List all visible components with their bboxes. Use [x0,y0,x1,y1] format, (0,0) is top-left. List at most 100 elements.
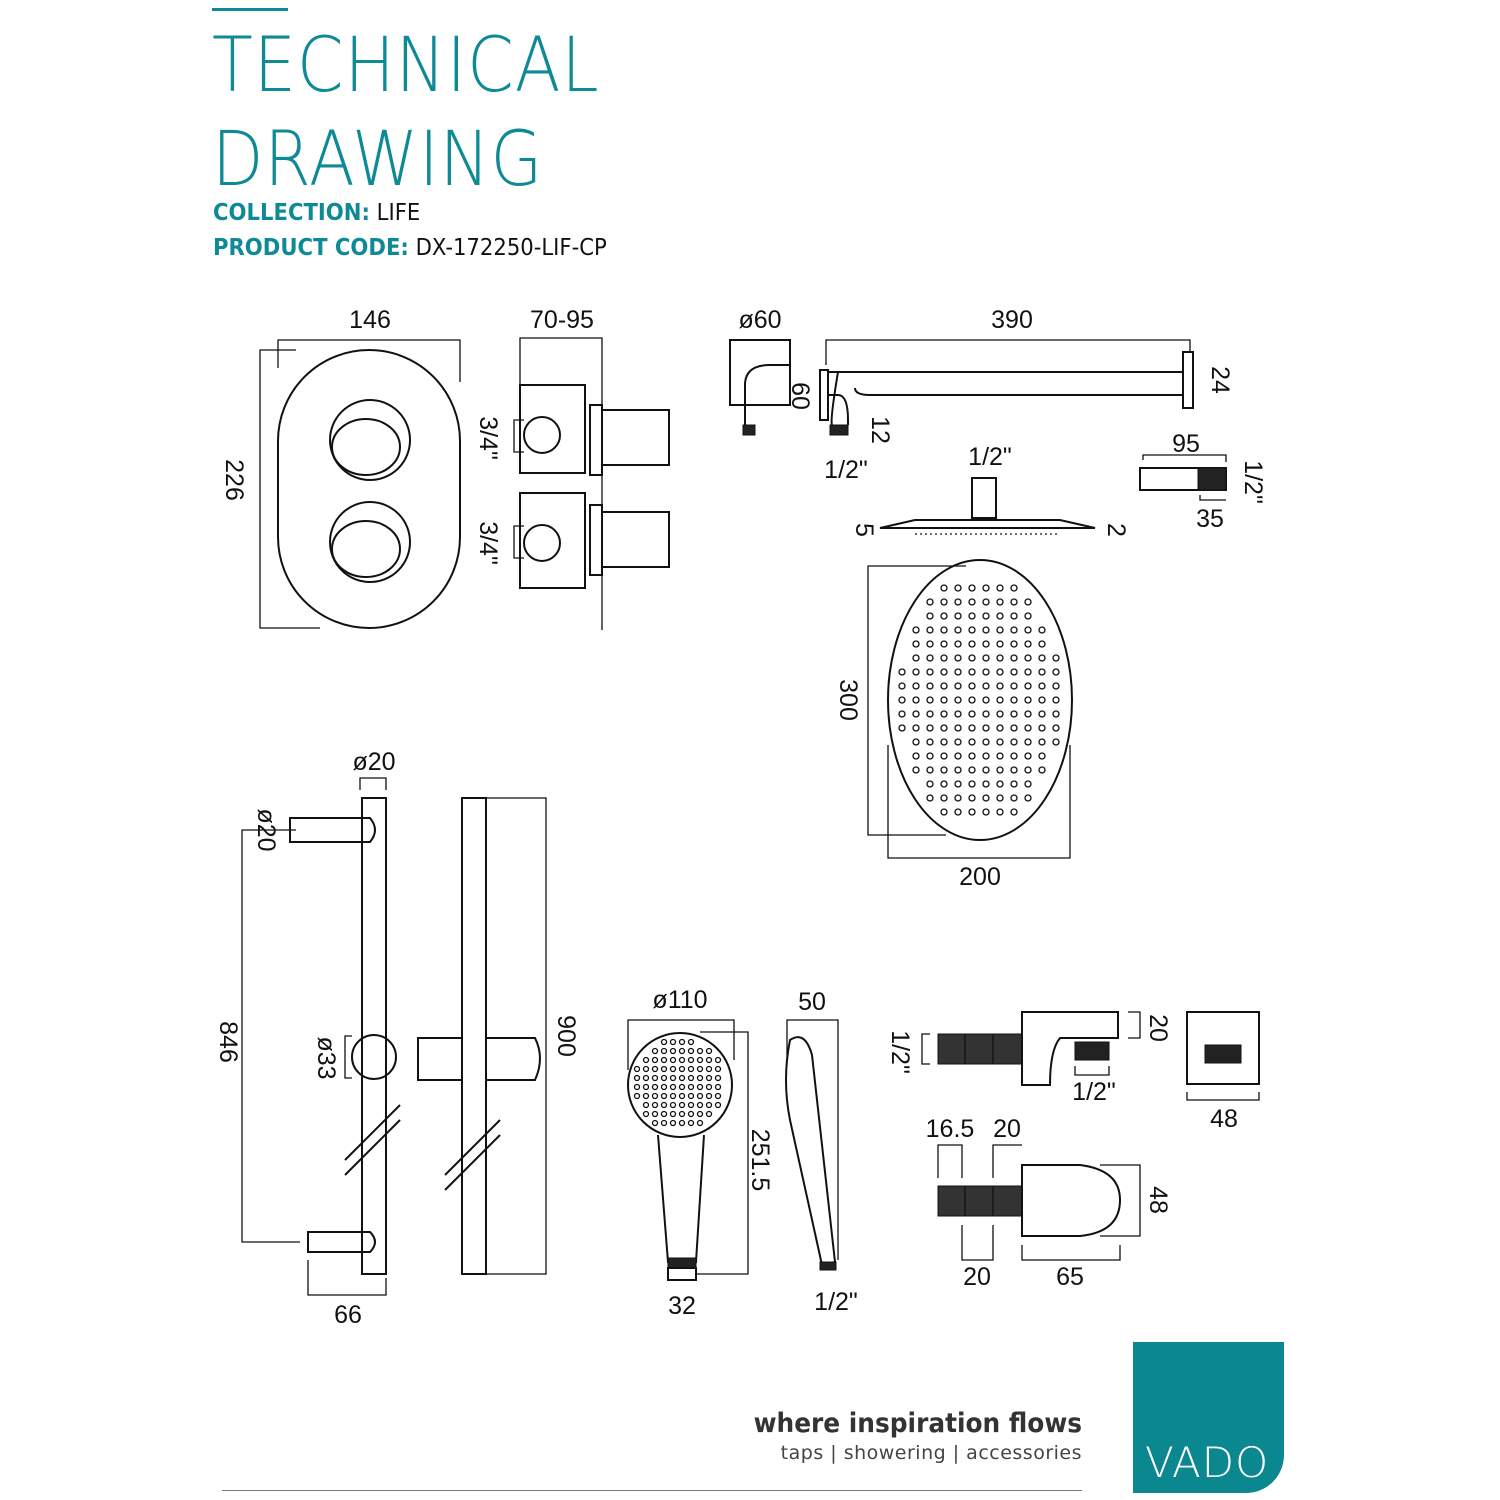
dim-rail-projection: 66 [334,1301,362,1329]
nozzle-dot [912,696,920,704]
nozzle-dot [678,1083,686,1091]
nozzle-dot [996,682,1004,690]
nozzle-dot [714,1101,722,1109]
nozzle-dot [912,668,920,676]
nozzle-dot [651,1065,659,1073]
nozzle-dot [1024,752,1032,760]
dim-elbow-width: 48 [1210,1105,1238,1133]
nozzle-dot [714,1083,722,1091]
nozzle-dot [651,1047,659,1055]
nozzle-dot [954,668,962,676]
nozzle-dot [940,696,948,704]
nozzle-dot [996,640,1004,648]
nozzle-dot [898,710,906,718]
nozzle-dot [968,766,976,774]
nozzle-dot [1038,682,1046,690]
dim-flange-dia: ø60 [738,306,781,334]
nozzle-dot [996,696,1004,704]
dim-arm-drop: 60 [786,382,814,410]
nozzle-dot [642,1101,650,1109]
nozzle-dot [1052,696,1060,704]
nozzle-dot [651,1110,659,1118]
nozzle-dot [1010,766,1018,774]
nozzle-dot [996,752,1004,760]
nozzle-dot [714,1092,722,1100]
nozzle-dot [669,1038,677,1046]
nozzle-dot [954,654,962,662]
dim-handset-dia: ø110 [652,986,707,1014]
nozzle-dot [926,612,934,620]
subline: taps | showering | accessories [780,1442,1082,1464]
nozzle-dot [714,1065,722,1073]
nozzle-dot [660,1056,668,1064]
nozzle-dot [982,696,990,704]
nozzle-dot [1024,724,1032,732]
nozzle-dot [1010,682,1018,690]
nozzle-dot [696,1074,704,1082]
nozzle-dot [926,626,934,634]
nozzle-dot [926,724,934,732]
nozzle-dot [926,668,934,676]
dim-holder-depth: 65 [1056,1263,1084,1291]
nozzle-dot [1038,724,1046,732]
dim-valve-width: 146 [349,306,391,334]
nozzle-dot [1010,710,1018,718]
nozzle-dot [982,710,990,718]
nozzle-dot [705,1110,713,1118]
nozzle-dot [1038,696,1046,704]
shower-arm: ø60 390 60 24 12 1/2" [729,306,1234,484]
nozzle-dot [696,1119,704,1127]
nozzle-dot [926,738,934,746]
nozzle-dot [954,808,962,816]
nozzle-dot [642,1056,650,1064]
nozzle-dot [669,1047,677,1055]
nozzle-dot [954,780,962,788]
nozzle-dot [996,654,1004,662]
nozzle-dot [926,752,934,760]
handset-holder: 16.5 20 48 20 65 [926,1115,1172,1291]
nozzle-dot [1010,584,1018,592]
nozzle-dot [954,612,962,620]
wall-outlet: 95 1/2" 35 [1139,430,1267,533]
nozzle-dot [696,1056,704,1064]
nozzle-dot [982,738,990,746]
nozzle-dot [1010,724,1018,732]
nozzle-dot [940,584,948,592]
nozzle-dot [1010,696,1018,704]
handset: ø110 50 251.5 32 1/2" [627,986,858,1320]
nozzle-dot [898,696,906,704]
nozzle-dot [996,710,1004,718]
nozzle-dot [968,738,976,746]
nozzle-dot [954,710,962,718]
nozzle-dot [669,1083,677,1091]
dim-outlet-thread: 1/2" [1239,460,1267,504]
nozzle-dot [912,654,920,662]
nozzle-dot [669,1101,677,1109]
nozzle-dot [940,640,948,648]
dim-arm-thread: 1/2" [824,456,868,484]
nozzle-dot [705,1065,713,1073]
nozzle-dot [912,766,920,774]
nozzle-dot [687,1119,695,1127]
nozzle-dot [982,752,990,760]
nozzle-dot [1052,654,1060,662]
nozzle-dot [633,1074,641,1082]
dim-head-width: 200 [959,863,1001,891]
nozzle-dot [1010,668,1018,676]
nozzle-dot [982,682,990,690]
nozzle-dot [651,1074,659,1082]
nozzle-dot [982,584,990,592]
nozzle-dot [996,738,1004,746]
nozzle-dot [669,1110,677,1118]
nozzle-dot [940,808,948,816]
nozzle-dot [982,598,990,606]
nozzle-dot [678,1074,686,1082]
nozzle-dot [1010,598,1018,606]
nozzle-dot [968,654,976,662]
nozzle-dot [1052,668,1060,676]
nozzle-dot [996,598,1004,606]
nozzle-dot [926,598,934,606]
nozzle-dot [954,682,962,690]
nozzle-dot [687,1101,695,1109]
